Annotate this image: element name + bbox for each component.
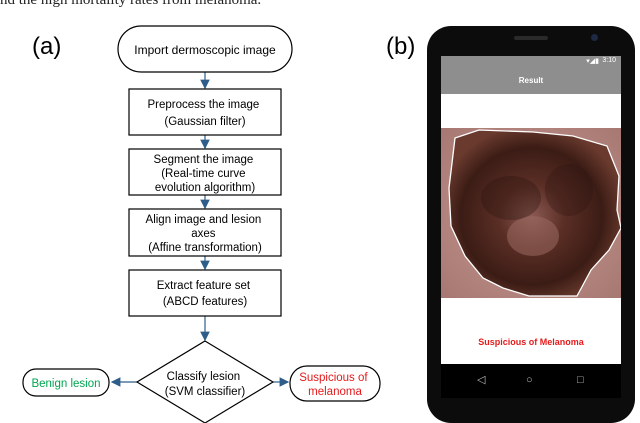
speaker-grille: [514, 36, 548, 40]
status-time: 3:10: [602, 57, 616, 64]
phone-screen: ▾◢▮ 3:10 Result: [441, 56, 621, 398]
benign-label: Benign lesion: [31, 378, 100, 390]
app-bar-title: Result: [441, 68, 621, 94]
suspicious-label: Suspicious of melanoma: [299, 372, 371, 398]
segment-label: Segment the image (Real-time curve evolu…: [154, 154, 257, 194]
suspicious-terminal: [289, 365, 381, 402]
caption-fragment: nd the high mortality rates from melanom…: [0, 0, 262, 8]
align-box: [128, 208, 282, 257]
panel-label-b: (b): [386, 33, 416, 60]
status-bar: ▾◢▮ 3:10: [441, 56, 621, 68]
extract-label: Extract feature set (ABCD features): [157, 280, 254, 308]
extract-box: [128, 269, 282, 317]
front-camera: [591, 34, 598, 41]
dermoscopic-result-image: [441, 128, 621, 298]
preprocess-box: [128, 88, 282, 136]
phone-device: ▾◢▮ 3:10 Result: [427, 26, 635, 423]
segmentation-contour: [448, 129, 621, 297]
home-icon[interactable]: ○: [526, 374, 533, 386]
start-label: Import dermoscopic image: [134, 43, 276, 57]
panel-label-a: (a): [32, 33, 62, 60]
start-terminal: [117, 25, 293, 73]
flowchart: Import dermoscopic image Preprocess the …: [22, 25, 381, 423]
segment-box: [128, 148, 282, 196]
classify-label: Classify lesion (SVM classifier): [165, 371, 246, 398]
result-text: Suspicious of Melanoma: [478, 337, 584, 347]
nav-bar: ◁ ○ □: [441, 364, 621, 398]
benign-terminal: [22, 368, 110, 397]
classify-diamond: [135, 340, 275, 423]
recents-icon[interactable]: □: [577, 374, 584, 386]
align-label: Align image and lesion axes (Affine tran…: [146, 214, 265, 254]
back-icon[interactable]: ◁: [477, 374, 486, 386]
preprocess-label: Preprocess the image (Gaussian filter): [147, 99, 262, 128]
signal-battery-icon: ▾◢▮: [586, 58, 599, 65]
